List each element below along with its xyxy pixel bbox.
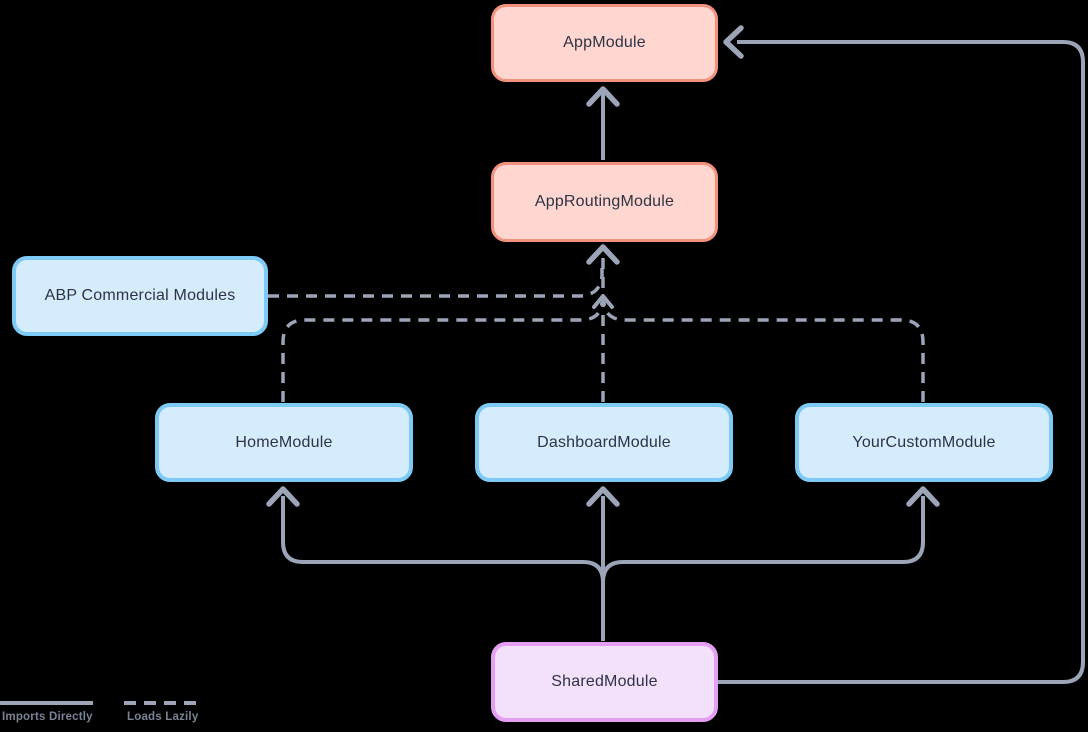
node-your-custom-module-label: YourCustomModule (852, 433, 996, 451)
edge-shared-to-app (718, 25, 1085, 684)
edge-shared-to-yourcustom (601, 486, 940, 641)
edge-abp-to-approuting (268, 260, 604, 298)
node-home-module: HomeModule (155, 403, 413, 482)
edge-home-to-approuting (281, 301, 604, 402)
legend-imports-directly-label: Imports Directly (2, 711, 93, 723)
node-app-routing-module: AppRoutingModule (491, 162, 718, 242)
legend-loads-lazily-label: Loads Lazily (127, 711, 199, 723)
node-shared-module-label: SharedModule (551, 673, 658, 690)
node-app-module: AppModule (491, 4, 718, 82)
edge-yourcustom-to-approuting (602, 301, 925, 402)
edge-approuting-to-app (586, 86, 620, 160)
node-your-custom-module: YourCustomModule (795, 403, 1053, 482)
lazy-arrowheads (586, 244, 620, 309)
node-shared-module: SharedModule (491, 642, 718, 722)
node-dashboard-module-label: DashboardModule (537, 433, 671, 451)
node-abp-commercial-modules: ABP Commercial Modules (12, 256, 268, 336)
node-abp-commercial-modules-label: ABP Commercial Modules (44, 287, 236, 304)
edge-shared-to-home (266, 486, 605, 641)
node-dashboard-module: DashboardModule (475, 403, 733, 482)
node-home-module-label: HomeModule (235, 433, 333, 451)
node-app-routing-module-label: AppRoutingModule (534, 193, 675, 210)
node-app-module-label: AppModule (563, 34, 646, 51)
